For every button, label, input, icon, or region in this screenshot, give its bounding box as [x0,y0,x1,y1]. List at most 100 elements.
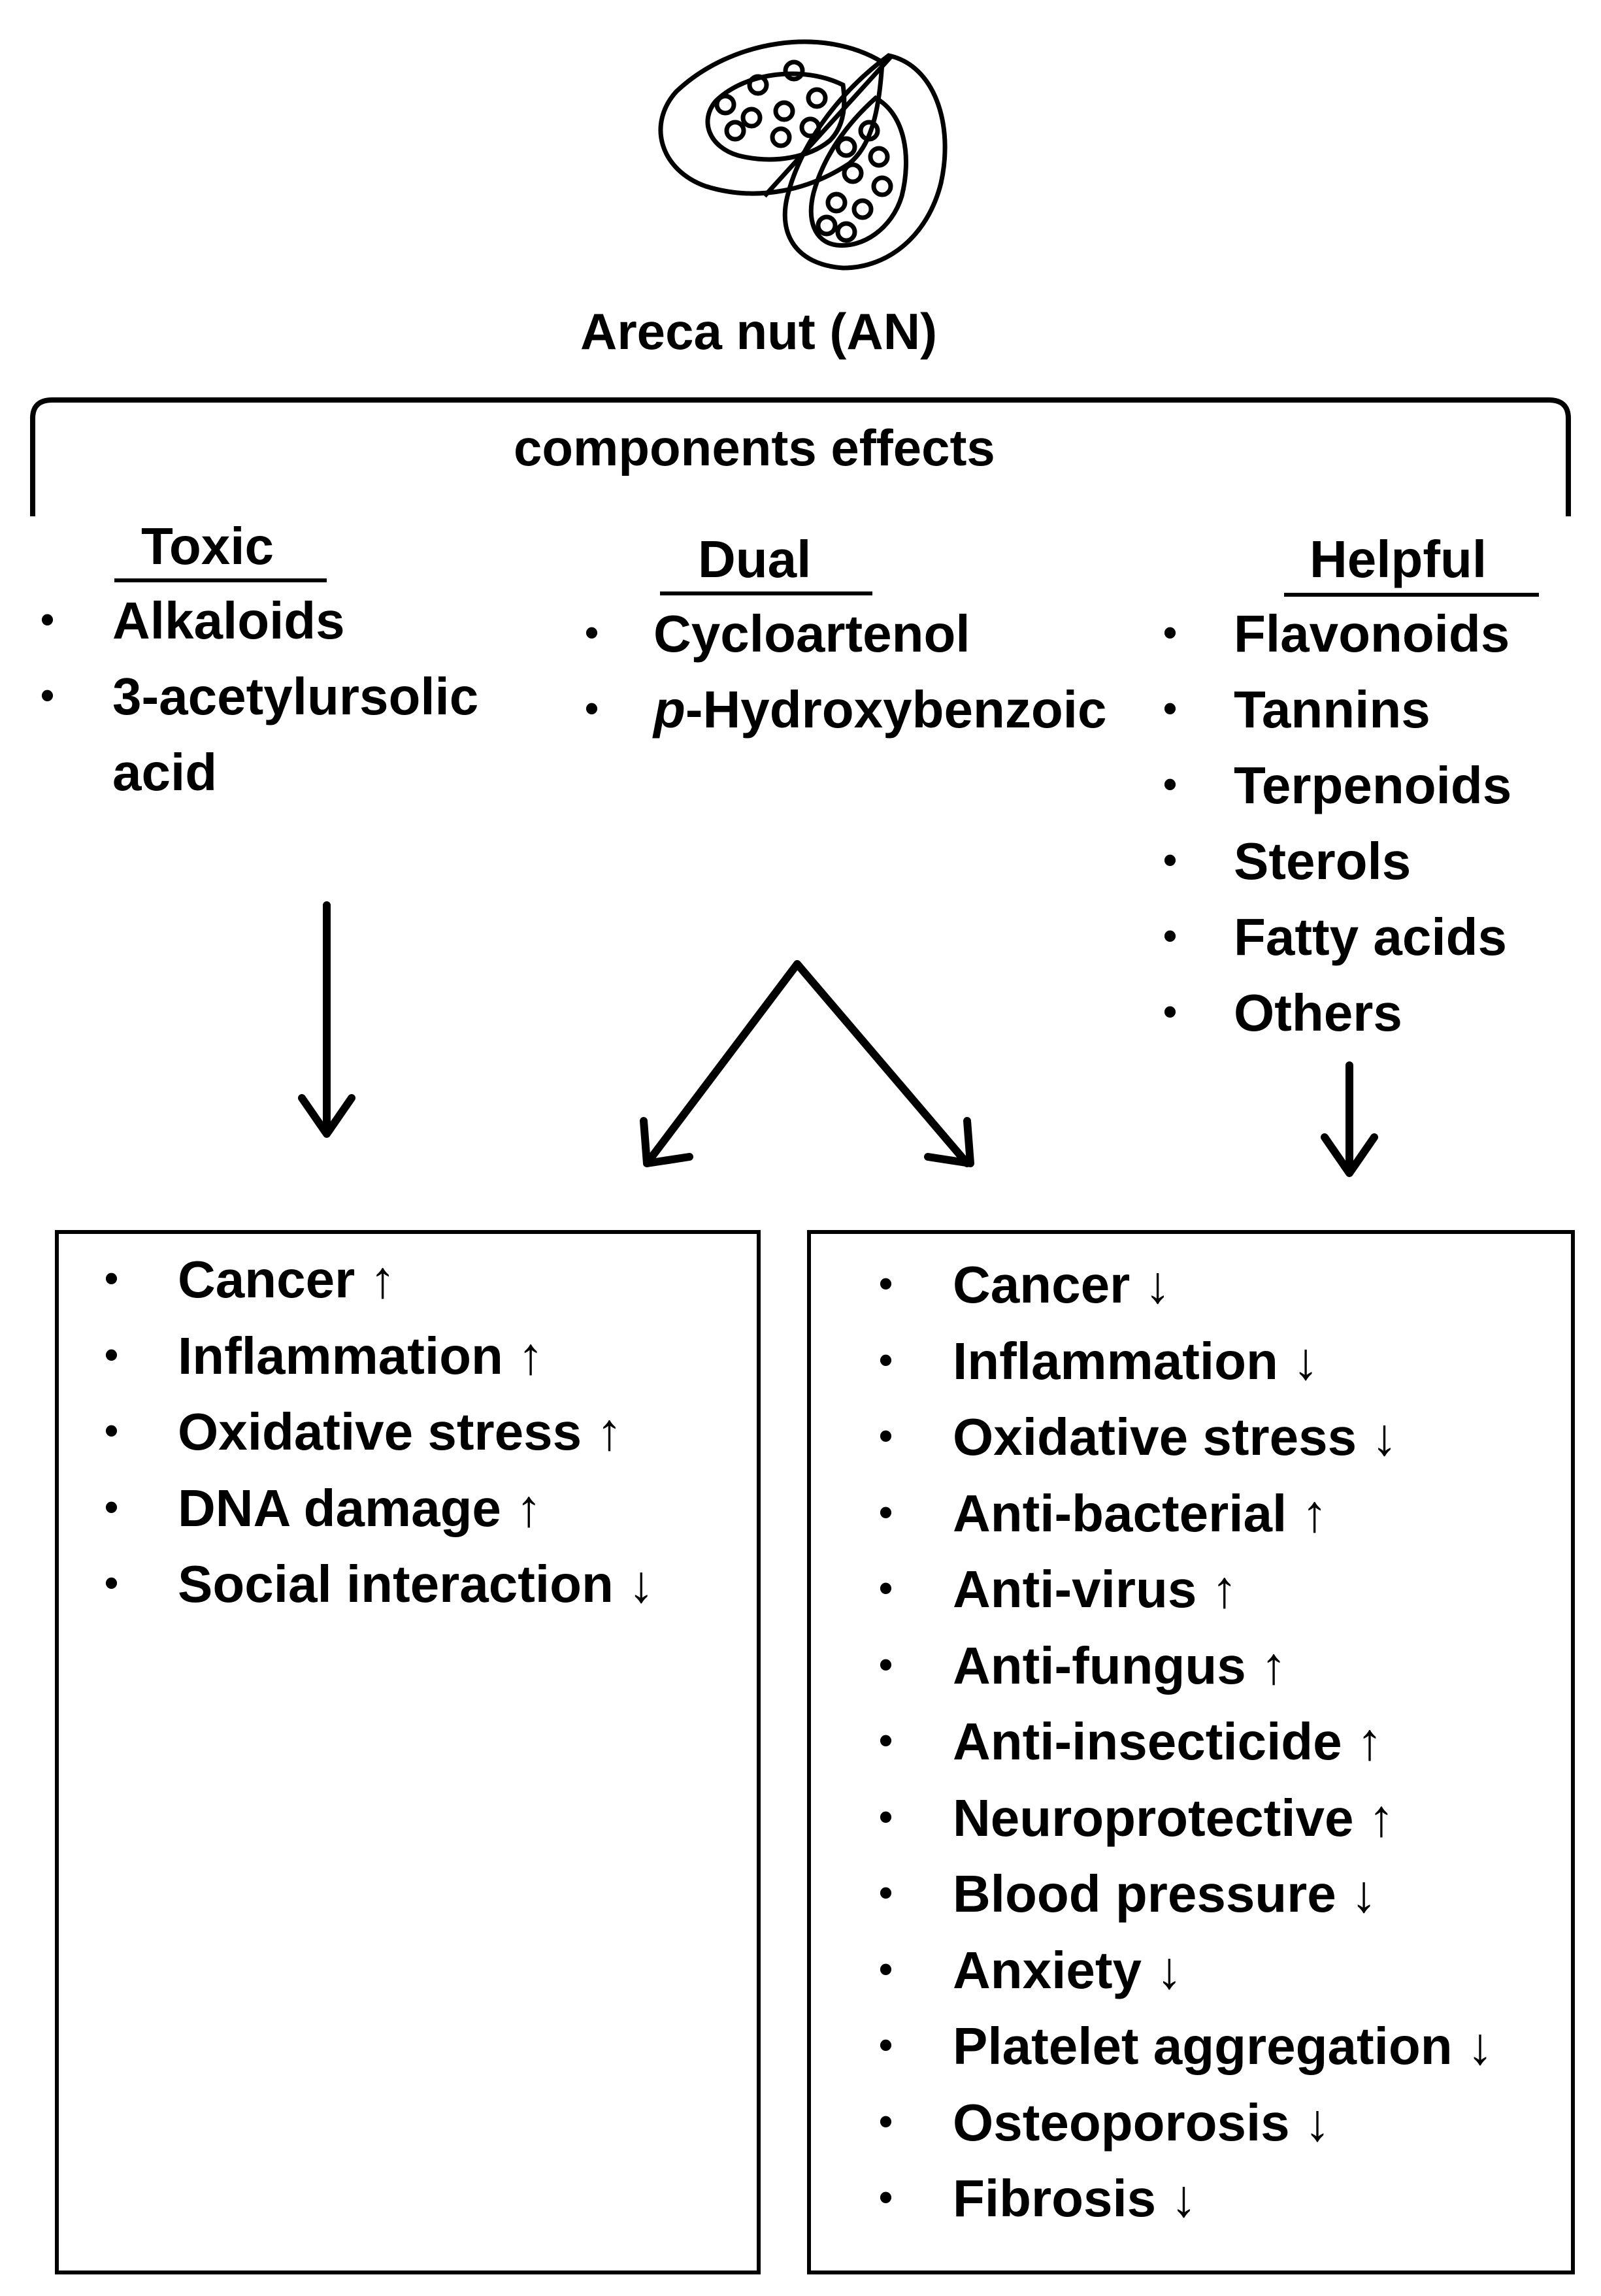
beneficial-effect-item: Anti-bacterial ↑ [953,1487,1327,1540]
helpful-down-arrow [1321,1061,1378,1177]
bullet: • [105,1561,119,1605]
harmful-effect-item-label: Social interaction [178,1555,614,1613]
beneficial-effect-item-label: Fibrosis [953,2169,1157,2227]
areca-nut-icon [658,39,948,271]
up-arrow-icon: ↑ [518,1326,544,1385]
bullet: • [1163,990,1178,1033]
down-arrow-icon: ↓ [628,1555,655,1613]
helpful-item: Others [1234,984,1402,1042]
harmful-effects-box [55,1230,761,2274]
toxic-item: Alkaloids [112,591,345,650]
bullet: • [879,1718,893,1762]
dual-split-arrow [640,960,974,1167]
beneficial-effect-item: Neuroprotective ↑ [953,1788,1395,1847]
beneficial-effect-item: Anti-insecticide ↑ [953,1716,1383,1768]
helpful-item: Tannins [1234,680,1430,739]
harmful-effect-item: Cancer ↑ [178,1254,395,1306]
harmful-effect-item: Oxidative stress ↑ [178,1406,622,1458]
dual-item-suffix: -Hydroxybenzoic [685,680,1107,739]
harmful-effect-item: DNA damage ↑ [178,1482,542,1535]
up-arrow-icon: ↑ [1368,1788,1395,1847]
beneficial-effect-item: Blood pressure ↓ [953,1868,1377,1920]
beneficial-effect-item-label: Oxidative stress [953,1408,1357,1466]
bullet: • [1163,914,1178,957]
bullet: • [879,1489,893,1534]
bullet: • [879,1871,893,1914]
beneficial-effect-item-label: Anti-bacterial [953,1484,1287,1542]
beneficial-effect-item: Anti-virus ↑ [953,1563,1238,1616]
down-arrow-icon: ↓ [1371,1408,1398,1466]
harmful-effect-item: Inflammation ↑ [178,1326,544,1385]
harmful-effect-item-label: DNA damage [178,1478,501,1537]
bullet: • [879,1946,893,1991]
components-brace [30,397,1571,516]
beneficial-effect-item-label: Inflammation [953,1331,1278,1390]
down-arrow-icon: ↓ [1293,1331,1319,1390]
beneficial-effect-item: Osteoporosis ↓ [953,2096,1330,2149]
beneficial-effect-item: Anxiety ↓ [953,1944,1182,1997]
beneficial-effect-item-label: Anti-virus [953,1560,1197,1618]
bullet: • [41,673,55,717]
down-arrow-icon: ↓ [1466,2017,1493,2075]
toxic-item: 3-acetylursolic [112,667,479,725]
beneficial-effect-item-label: Blood pressure [953,1865,1336,1923]
beneficial-effect-item-label: Anxiety [953,1940,1142,1999]
up-arrow-icon: ↑ [596,1403,623,1461]
brace-label: components effects [514,419,995,476]
up-arrow-icon: ↑ [369,1250,396,1308]
beneficial-effect-item-label: Neuroprotective [953,1788,1354,1847]
toxic-heading: Toxic [141,517,274,575]
bullet: • [585,686,599,730]
bullet: • [879,2175,893,2219]
bullet: • [879,2099,893,2143]
down-arrow-icon: ↓ [1304,2093,1330,2152]
helpful-item: Terpenoids [1234,756,1512,814]
beneficial-effect-item: Fibrosis ↓ [953,2172,1197,2225]
harmful-effect-item: Social interaction ↓ [178,1558,654,1610]
helpful-heading: Helpful [1310,530,1487,588]
bullet: • [41,597,55,641]
beneficial-effect-item: Cancer ↓ [953,1259,1170,1311]
bullet: • [105,1484,119,1529]
bullet: • [879,1261,893,1305]
bullet: • [585,610,599,654]
harmful-effect-item-label: Oxidative stress [178,1403,582,1461]
beneficial-effect-item: Anti-fungus ↑ [953,1636,1287,1695]
beneficial-effect-item: Oxidative stress ↓ [953,1411,1397,1463]
helpful-item: Sterols [1234,832,1411,890]
toxic-item: acid [112,743,218,801]
bullet: • [1163,610,1178,654]
bullet: • [879,1337,893,1382]
bullet: • [879,2023,893,2067]
dual-item: Cycloartenol [653,605,970,663]
beneficial-effects-box [807,1230,1575,2274]
up-arrow-icon: ↑ [1260,1636,1287,1695]
down-arrow-icon: ↓ [1144,1256,1171,1314]
beneficial-effect-item-label: Anti-fungus [953,1636,1246,1695]
helpful-item: Fatty acids [1234,908,1507,966]
down-arrow-icon: ↓ [1351,1865,1378,1923]
bullet: • [879,1794,893,1838]
helpful-item: Flavonoids [1234,605,1510,663]
up-arrow-icon: ↑ [1211,1560,1238,1618]
beneficial-effect-item-label: Platelet aggregation [953,2017,1453,2075]
bullet: • [105,1332,119,1376]
beneficial-effect-item-label: Cancer [953,1256,1131,1314]
down-arrow-icon: ↓ [1156,1940,1183,1999]
harmful-effect-item-label: Cancer [178,1250,355,1308]
bullet: • [879,1414,893,1457]
dual-item: p-Hydroxybenzoic [653,684,1106,736]
bullet: • [105,1408,119,1452]
beneficial-effect-item-label: Osteoporosis [953,2093,1290,2152]
bullet: • [1163,838,1178,882]
beneficial-effect-item: Platelet aggregation ↓ [953,2020,1493,2072]
diagram-title: Areca nut (AN) [580,303,938,360]
harmful-effect-item-label: Inflammation [178,1326,503,1385]
down-arrow-icon: ↓ [1170,2169,1197,2227]
beneficial-effect-item: Inflammation ↓ [953,1335,1319,1388]
dual-item-italic-prefix: p [653,680,685,739]
bullet: • [879,1642,893,1686]
toxic-down-arrow [298,901,355,1138]
up-arrow-icon: ↑ [516,1478,542,1537]
